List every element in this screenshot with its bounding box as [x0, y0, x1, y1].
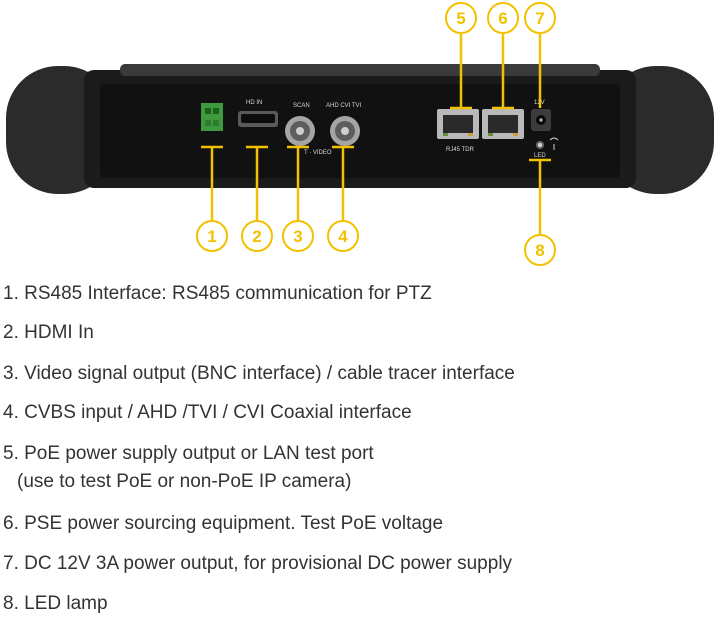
legend-item-7: 7. DC 12V 3A power output, for provision…	[3, 550, 512, 578]
device-diagram: HD IN SCAN AHD CVI TVI T · VIDEO RJ45 TD…	[6, 2, 714, 266]
scan-label: SCAN	[293, 103, 310, 109]
rj45-port-poe	[437, 109, 479, 139]
callout-2: 2	[241, 220, 273, 252]
callout-7: 7	[524, 2, 556, 34]
legend-text: 7. DC 12V 3A power output, for provision…	[3, 553, 513, 574]
ahd-cvi-tvi-label: AHD CVI TVI	[326, 103, 362, 109]
svg-text:8: 8	[535, 241, 544, 260]
rs485-terminal	[201, 103, 223, 131]
legend-continuation: (use to test PoE or non-PoE IP camera)	[17, 471, 352, 492]
callout-5: 5	[445, 2, 477, 34]
legend-item-1: 1. RS485 Interface: RS485 communication …	[3, 280, 432, 308]
legend-item-4: 4. CVBS input / AHD /TVI / CVI Coaxial i…	[3, 399, 412, 427]
bnc-video-port	[330, 116, 360, 146]
legend-item-8: 8. LED lamp	[3, 590, 108, 618]
legend-item-2: 2. HDMI In	[3, 319, 94, 347]
legend-item-3: 3. Video signal output (BNC interface) /…	[3, 360, 515, 388]
rj45-port-pse	[482, 109, 524, 139]
callout-8: 8	[524, 234, 556, 266]
legend-text: 2. HDMI In	[3, 322, 94, 343]
svg-text:4: 4	[338, 227, 348, 246]
callout-leaders	[201, 34, 551, 234]
legend-text: 1. RS485 Interface: RS485 communication …	[3, 283, 432, 304]
svg-text:1: 1	[207, 227, 216, 246]
callout-3: 3	[282, 220, 314, 252]
legend-text: 6. PSE power sourcing equipment. Test Po…	[3, 513, 444, 534]
legend-text: 3. Video signal output (BNC interface) /…	[3, 363, 515, 384]
rj45-tdr-label: RJ45 TDR	[446, 147, 475, 153]
video-label: T · VIDEO	[304, 150, 332, 156]
svg-text:2: 2	[252, 227, 261, 246]
legend-item-6: 6. PSE power sourcing equipment. Test Po…	[3, 510, 443, 538]
legend-text: 5. PoE power supply output or LAN test p…	[3, 443, 374, 464]
bnc-scan-port	[285, 116, 315, 146]
legend-text: 8. LED lamp	[3, 593, 108, 614]
callout-6: 6	[487, 2, 519, 34]
svg-text:6: 6	[498, 9, 507, 28]
legend-item-5: 5. PoE power supply output or LAN test p…	[3, 440, 374, 496]
svg-text:5: 5	[456, 9, 465, 28]
led-label: LED	[534, 153, 546, 159]
svg-text:3: 3	[293, 227, 302, 246]
led-lamp	[536, 137, 559, 150]
device-top-edge	[120, 64, 600, 76]
callout-1: 1	[196, 220, 228, 252]
callout-4: 4	[327, 220, 359, 252]
svg-text:7: 7	[535, 9, 544, 28]
hdmi-port	[238, 111, 278, 127]
legend-text: 4. CVBS input / AHD /TVI / CVI Coaxial i…	[3, 402, 412, 423]
dc-power-jack	[531, 109, 551, 131]
hd-in-label: HD IN	[246, 100, 262, 106]
